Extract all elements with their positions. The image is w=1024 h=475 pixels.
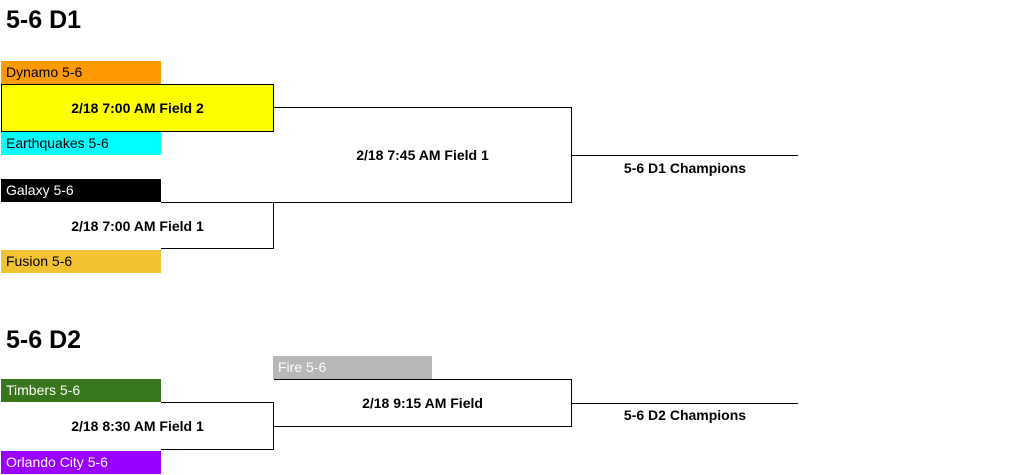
game-d1-field-2[interactable]: 2/18 7:00 AM Field 2 [1,84,274,132]
game-d1-field-1[interactable] [161,202,274,249]
team-earthquakes[interactable]: Earthquakes 5-6 [1,132,161,155]
game-label: 2/18 7:00 AM Field 1 [71,217,204,234]
champion-label: 5-6 D2 Champions [623,407,747,423]
team-galaxy[interactable]: Galaxy 5-6 [1,179,161,202]
champion-line [572,403,798,404]
team-dynamo[interactable]: Dynamo 5-6 [1,61,161,84]
game-label: 2/18 7:45 AM Field 1 [356,147,489,163]
team-fusion[interactable]: Fusion 5-6 [1,250,161,273]
game-label: 2/18 9:15 AM Field [362,395,483,411]
bracket-title: 5-6 D1 [6,6,82,34]
team-fire[interactable]: Fire 5-6 [273,356,432,379]
champion-label: 5-6 D1 Champions [623,160,747,176]
game-d1-semifinal[interactable]: 2/18 7:45 AM Field 1 [274,107,572,203]
champion-line [572,155,798,156]
bracket-title: 5-6 D2 [6,326,82,354]
team-orlando-city[interactable]: Orlando City 5-6 [1,451,161,474]
team-timbers[interactable]: Timbers 5-6 [1,379,161,402]
game-d2-final[interactable]: 2/18 9:15 AM Field [274,379,572,427]
game-label: 2/18 8:30 AM Field 1 [71,418,204,434]
game-d2-field-1[interactable] [161,402,274,450]
game-label: 2/18 7:00 AM Field 2 [71,100,204,116]
